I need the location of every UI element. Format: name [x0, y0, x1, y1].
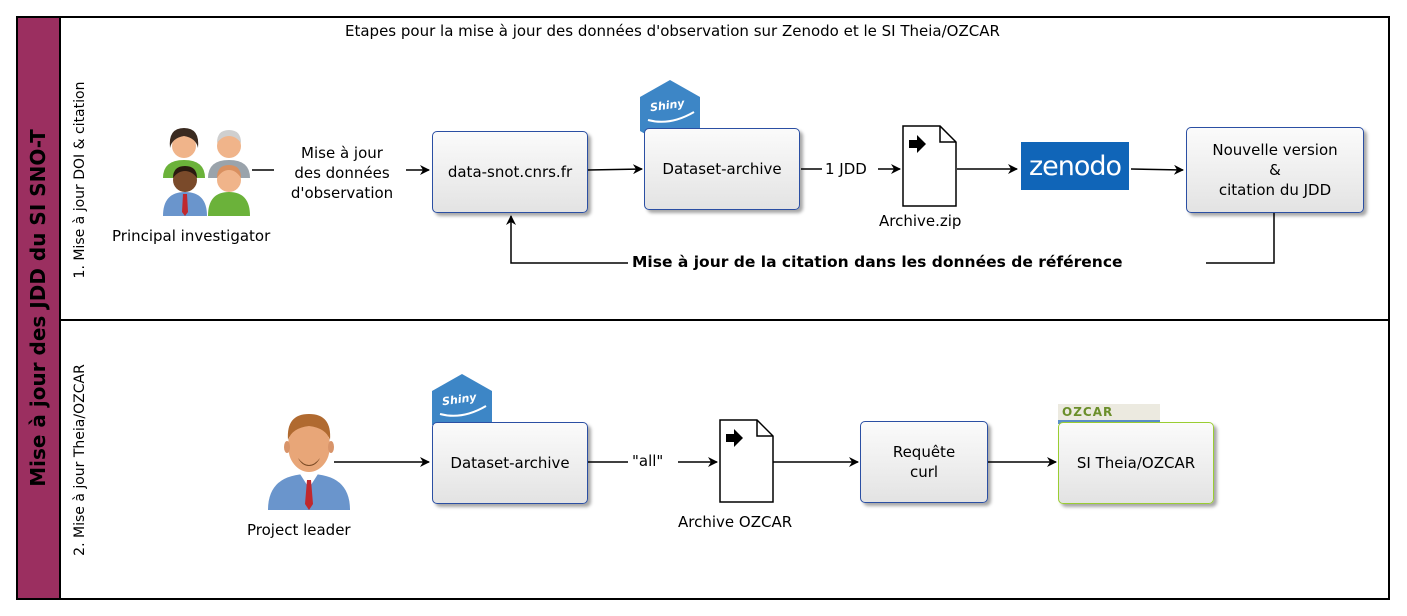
- lane-divider: [61, 319, 1390, 321]
- project-leader-icon: [268, 414, 350, 510]
- edge-label-1-jdd: 1 JDD: [825, 160, 867, 178]
- edge-label-feedback: Mise à jour de la citation dans les donn…: [632, 253, 1123, 271]
- diagram-title: Etapes pour la mise à jour des données d…: [345, 22, 1000, 40]
- edge-label-all: "all": [632, 452, 664, 470]
- node-si-theia-ozcar: SI Theia/OZCAR: [1058, 422, 1214, 504]
- archive-zip-document-icon: [902, 125, 957, 207]
- zenodo-logo: zenodo: [1021, 142, 1129, 190]
- edge-arrow-to-nouvelle-version: [1130, 164, 1184, 175]
- ozcar-logo-text: OZCAR: [1062, 405, 1114, 419]
- node-dataset-archive-1: Dataset-archive: [644, 128, 800, 210]
- edge-label-mise-a-jour: Mise à jour des données d'observation: [290, 144, 394, 202]
- archive-ozcar-document-icon: [719, 419, 774, 503]
- node-nouvelle-version: Nouvelle version & citation du JDD: [1186, 127, 1364, 213]
- principal-investigator-icon: [163, 128, 250, 216]
- node-data-snot: data-snot.cnrs.fr: [432, 131, 588, 213]
- node-requete-curl: Requête curl: [860, 421, 988, 503]
- node-dataset-archive-2: Dataset-archive: [432, 422, 588, 504]
- edge-arrow-to-dataset-archive: [587, 164, 643, 175]
- archive-zip-label: Archive.zip: [879, 212, 962, 230]
- archive-ozcar-label: Archive OZCAR: [678, 513, 793, 531]
- principal-investigator-label: Principal investigator: [112, 227, 271, 245]
- pool-band: [16, 16, 61, 600]
- edge-feedback-left: [506, 215, 628, 264]
- edge-feedback-right: [1206, 213, 1275, 264]
- project-leader-label: Project leader: [247, 521, 351, 539]
